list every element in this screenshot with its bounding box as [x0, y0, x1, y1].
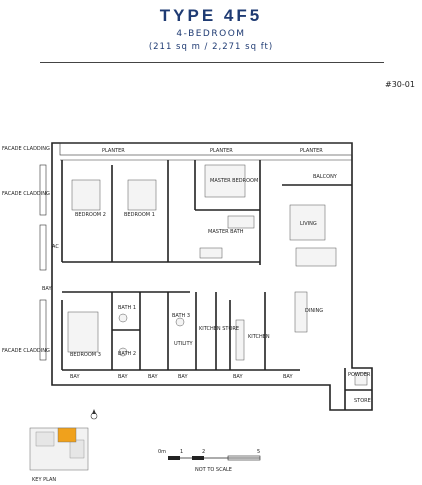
bay-label-1: BAY	[70, 374, 80, 380]
store-label: STORE	[354, 398, 371, 404]
bay-label-4: BAY	[178, 374, 188, 380]
north-arrow-icon	[90, 409, 98, 420]
room-labels: PLANTER PLANTER PLANTER BALCONY MASTER B…	[42, 148, 371, 404]
bath2-label: BATH 2	[118, 351, 136, 357]
planter-label-1: PLANTER	[102, 148, 125, 154]
bath1-label: BATH 1	[118, 305, 136, 311]
planter-label-3: PLANTER	[300, 148, 323, 154]
header-divider	[40, 62, 384, 63]
living-label: LIVING	[300, 221, 317, 227]
bay-label-3: BAY	[148, 374, 158, 380]
bay-label-6: BAY	[283, 374, 293, 380]
dining-label: DINING	[305, 308, 323, 314]
ac-label: AC	[52, 244, 59, 250]
master-bedroom-label: MASTER BEDROOM	[210, 178, 258, 184]
scale-bar: 0m 1 2 5 NOT TO SCALE	[158, 449, 261, 473]
powder-label: POWDER	[348, 372, 371, 378]
facade-cladding-labels: FACADE CLADDING FACADE CLADDING FACADE C…	[2, 146, 50, 354]
bedroom3-label: BEDROOM 3	[70, 352, 101, 358]
key-plan-unit-highlight	[57, 427, 77, 443]
plan-walls	[51, 142, 373, 411]
unit-number: #30-01	[385, 80, 415, 89]
scale-note: NOT TO SCALE	[195, 467, 232, 473]
utility-label: UTILITY	[174, 341, 194, 347]
bedroom1-label: BEDROOM 1	[124, 212, 155, 218]
kitchen-label: KITCHEN	[248, 334, 270, 340]
facade-cladding-label-1: FACADE CLADDING	[2, 146, 50, 152]
page-title: TYPE 4F5	[159, 6, 263, 25]
bay-side-label: BAY	[42, 286, 52, 292]
key-plan-caption: KEY PLAN	[32, 477, 56, 483]
bath3-label: BATH 3	[172, 313, 190, 319]
kitchen-store-label: KITCHEN STORE	[199, 326, 239, 332]
scale-tick-0m: 0m	[158, 449, 166, 455]
scale-tick-1: 1	[180, 449, 183, 455]
balcony-label: BALCONY	[313, 174, 338, 180]
unit-type-subtitle: 4-BEDROOM	[176, 29, 246, 39]
key-plan: KEY PLAN	[29, 427, 89, 483]
bay-label-2: BAY	[118, 374, 128, 380]
bay-label-5: BAY	[233, 374, 243, 380]
unit-area: (211 sq m / 2,271 sq ft)	[148, 42, 274, 52]
scale-tick-2: 2	[202, 449, 205, 455]
facade-cladding-label-3: FACADE CLADDING	[2, 348, 50, 354]
master-bath-label: MASTER BATH	[208, 229, 244, 235]
furniture	[67, 164, 368, 386]
scale-tick-5: 5	[257, 449, 260, 455]
bedroom2-label: BEDROOM 2	[75, 212, 106, 218]
facade-cladding-label-2: FACADE CLADDING	[2, 191, 50, 197]
planter-label-2: PLANTER	[210, 148, 233, 154]
